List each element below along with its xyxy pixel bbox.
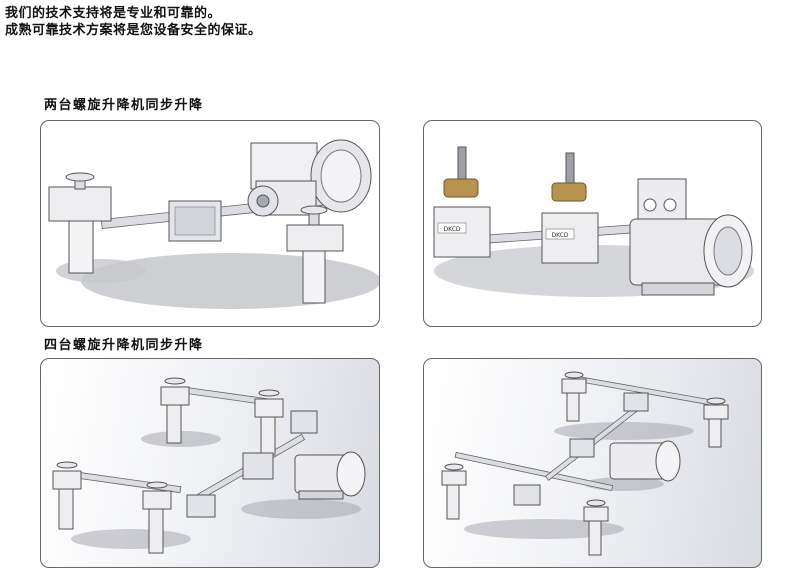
panel-two-jacks-a (40, 120, 380, 327)
intro-line-2: 成熟可靠技术方案将是您设备安全的保证。 (5, 23, 262, 38)
panel-two-jacks-b: DKCD DKCD (423, 120, 762, 327)
four-jack-illustration-b (441, 371, 729, 556)
nameplate-middle: DKCD (551, 232, 568, 239)
intro-line-1: 我们的技术支持将是专业和可靠的。 (5, 6, 222, 21)
two-jack-illustration-b: DKCD DKCD (433, 146, 754, 297)
section-title-four-jacks: 四台螺旋升降机同步升降 (44, 338, 204, 353)
intro-text: 我们的技术支持将是专业和可靠的。 成熟可靠技术方案将是您设备安全的保证。 (5, 5, 262, 39)
four-jack-illustration-a (52, 377, 366, 554)
panel-four-jacks-a (40, 358, 380, 568)
panel-four-jacks-b (423, 358, 762, 568)
nameplate-left: DKCD (443, 226, 460, 233)
two-jack-illustration-a (48, 139, 379, 309)
section-title-two-jacks: 两台螺旋升降机同步升降 (44, 98, 204, 113)
